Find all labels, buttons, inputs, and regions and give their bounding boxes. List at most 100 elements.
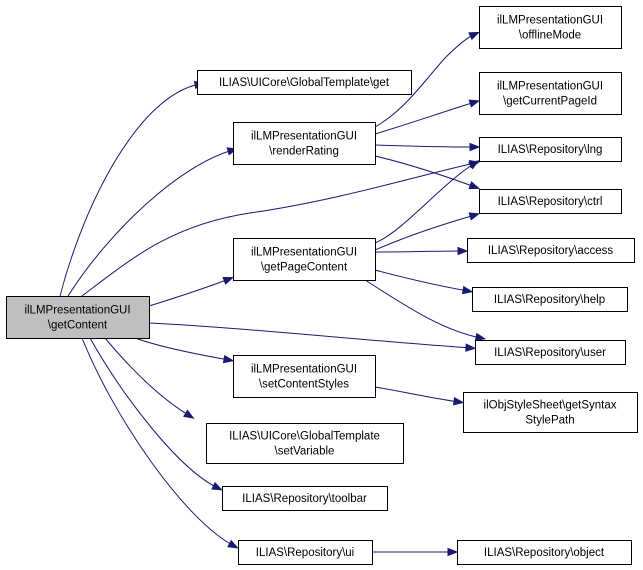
arrowhead [468,160,480,170]
node-box [233,238,376,281]
node-box [479,137,622,162]
node-label: ilLMPresentationGUI [24,305,130,317]
arrowhead [222,354,235,364]
edge-getPageContent-to-lng [374,160,480,244]
node-box [238,540,373,565]
node-gt_get[interactable]: ILIAS\UICore\GlobalTemplate\get [197,70,412,95]
node-getPageContent[interactable]: ilLMPresentationGUI\getPageContent [233,238,376,281]
edge-line [148,278,230,307]
arrowhead [468,99,481,108]
node-ctrl[interactable]: ILIAS\Repository\ctrl [479,189,622,214]
edge-root-to-user [148,322,477,352]
node-layer: ilLMPresentationGUI\getContentILIAS\UICo… [6,6,638,565]
node-help[interactable]: ILIAS\Repository\help [472,287,628,312]
node-lng[interactable]: ILIAS\Repository\lng [479,137,622,162]
node-box [233,122,376,165]
node-label: ILIAS\UICore\GlobalTemplate [229,431,380,443]
node-renderRating[interactable]: ilLMPresentationGUI \renderRating [233,122,376,165]
node-box [197,70,412,95]
edge-line [374,144,476,148]
edge-line [134,337,230,361]
node-label: ILIAS\Repository\access [488,245,614,257]
node-root[interactable]: ilLMPresentationGUI \getContent [6,296,150,339]
edge-line [81,162,476,297]
node-label: ILIAS\Repository\help [494,294,605,306]
edge-getPageContent-to-access [374,246,469,256]
node-label: \getContent [48,320,108,332]
edge-line [59,83,201,297]
edge-line [374,214,476,251]
node-box [472,287,628,312]
edge-root-to-setVariable [104,337,195,419]
node-box [479,189,622,214]
edge-line [374,250,464,253]
arrowhead [227,539,239,549]
edge-root-to-toolbar [89,337,223,491]
node-label: \setContentStyles [259,379,349,391]
edge-layer [59,31,487,557]
edge-getPageContent-to-help [374,269,474,295]
edge-setContentStyles-to-syntax [374,386,465,406]
edge-line [81,337,235,547]
edge-renderRating-to-getCurrentPageId [374,99,481,135]
node-label: ilLMPresentationGUI [497,81,603,93]
node-label: ILIAS\Repository\object [484,547,605,559]
node-label: ILIAS\UICore\GlobalTemplate\get [219,77,390,89]
edge-line [89,337,219,489]
node-label: \offlineMode [519,30,581,42]
node-label: ILIAS\Repository\lng [498,144,603,156]
edge-line [374,101,476,135]
edge-renderRating-to-offlineMode [374,31,480,128]
edge-line [374,162,476,244]
node-box [479,6,622,49]
node-ui[interactable]: ILIAS\Repository\ui [238,540,373,565]
node-access[interactable]: ILIAS\Repository\access [467,238,635,263]
node-label: ilLMPresentationGUI [251,131,357,143]
node-label: \getCurrentPageId [503,96,597,108]
arrowhead [468,212,481,221]
edge-root-to-ui [81,337,239,549]
node-label: ilObjStyleSheet\getSyntax [484,400,617,412]
node-toolbar[interactable]: ILIAS\Repository\toolbar [222,486,388,511]
arrowhead [211,481,223,491]
arrowhead [453,397,465,406]
edge-line [148,322,472,349]
node-box [206,423,404,464]
node-object[interactable]: ILIAS\Repository\object [457,540,632,565]
node-setContentStyles[interactable]: ilLMPresentationGUI \setContentStyles [233,355,376,398]
node-label: ilLMPresentationGUI [251,247,357,259]
node-label: ilLMPresentationGUI [251,364,357,376]
arrowhead [465,343,477,352]
edge-line [374,269,469,292]
edge-line [67,149,234,297]
arrowhead [469,142,481,152]
node-label: \setVariable [275,446,335,458]
node-box [479,72,622,115]
edge-root-to-getPageContent [148,276,234,307]
edge-root-to-gt_get [59,80,206,297]
edge-line [374,33,476,128]
node-box [475,340,626,365]
arrowhead [457,246,469,256]
node-label: StylePath [525,415,574,427]
node-getCurrentPageId[interactable]: ilLMPresentationGUI \getCurrentPageId [479,72,622,115]
arrowhead [461,285,474,295]
node-label: ILIAS\Repository\ui [256,547,354,559]
edge-line [374,386,460,403]
node-box [222,486,388,511]
arrowhead [468,31,480,41]
node-box [463,392,638,433]
edge-line [374,155,476,188]
node-label: ILIAS\Repository\ctrl [498,196,603,208]
node-setVariable[interactable]: ILIAS\UICore\GlobalTemplate \setVariable [206,423,404,464]
edge-renderRating-to-lng [374,142,481,152]
node-user[interactable]: ILIAS\Repository\user [475,340,626,365]
edge-renderRating-to-ctrl [374,155,481,190]
node-offlineMode[interactable]: ilLMPresentationGUI\offlineMode [479,6,622,49]
node-label: \renderRating [269,146,339,158]
node-box [467,238,635,263]
arrowhead [183,409,195,419]
node-box [233,355,376,398]
